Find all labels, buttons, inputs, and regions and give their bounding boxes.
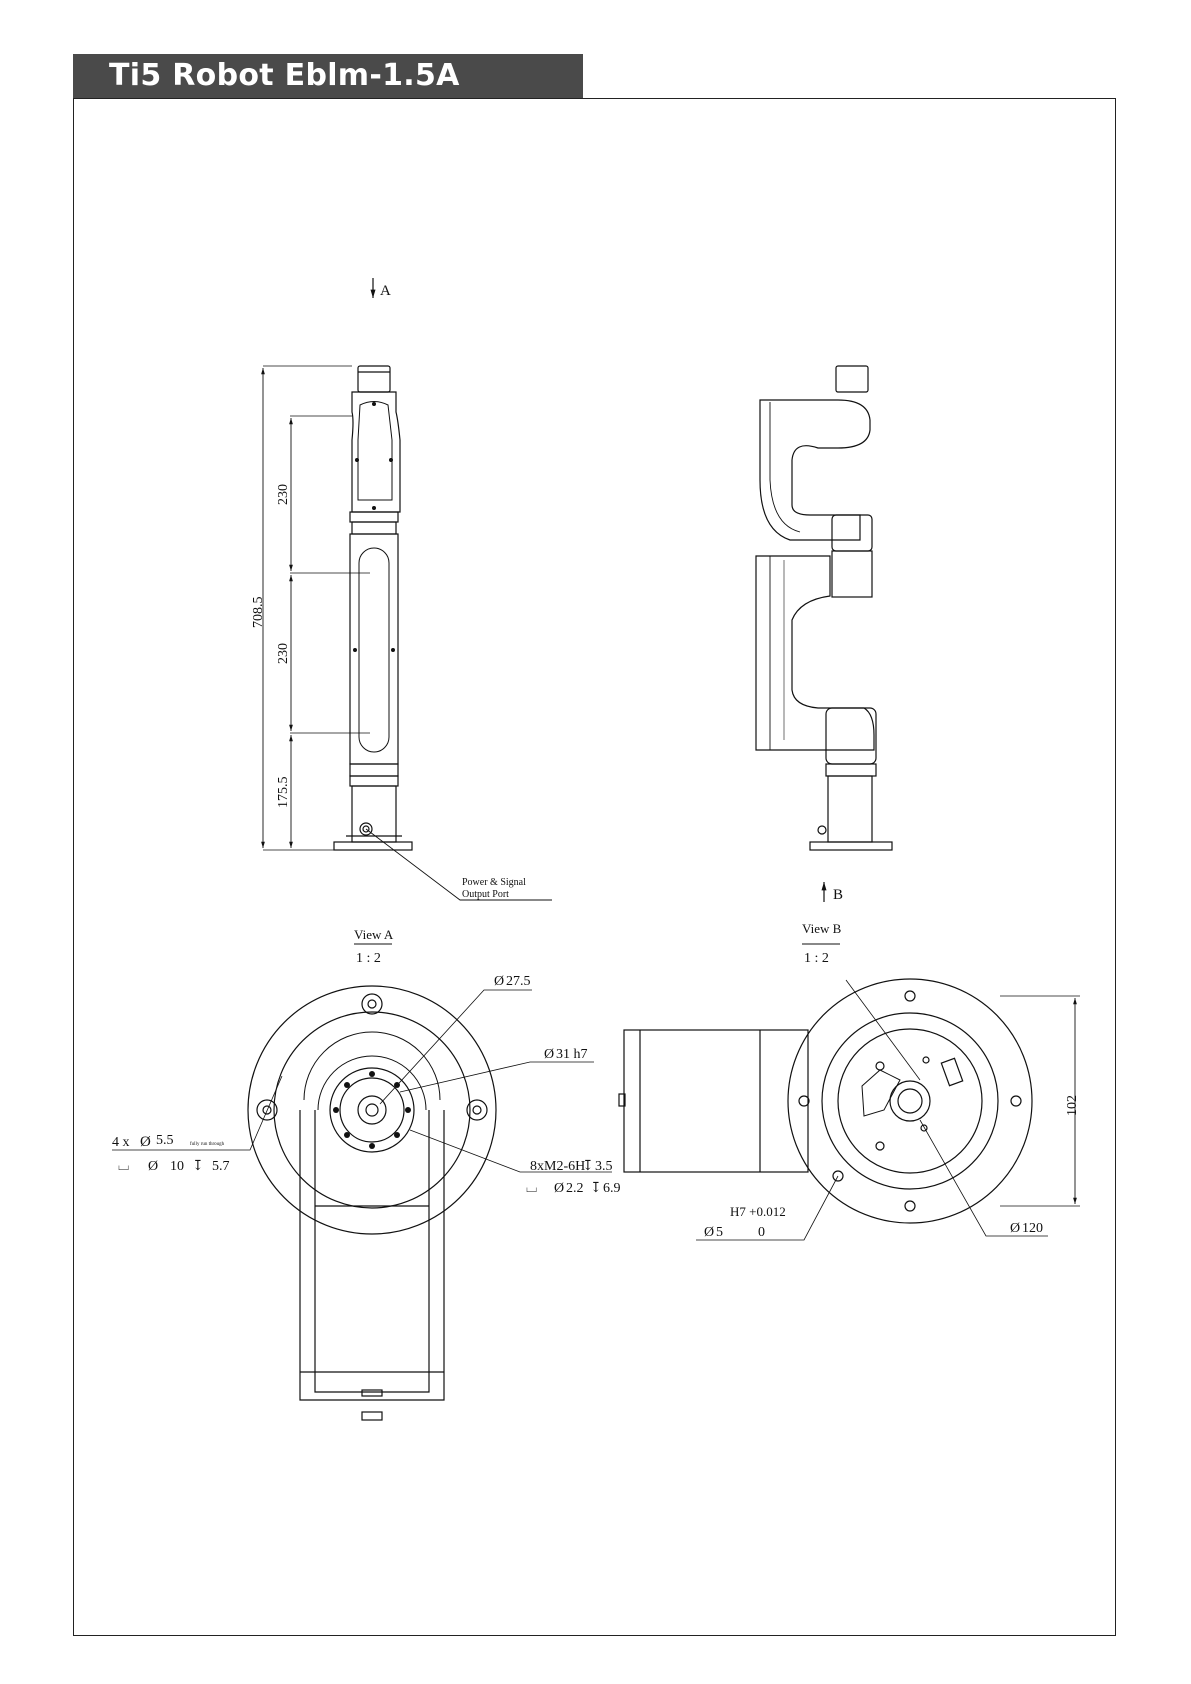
pin-tol-upper: H7 +0.012: [730, 1204, 786, 1219]
pin-tol-lower: 0: [758, 1225, 765, 1240]
dia-inner-label: 27.5: [506, 974, 531, 989]
upper-elbow: [759, 399, 871, 541]
port-label-line2: Output Port: [462, 889, 509, 900]
view-b-drawing: [618, 943, 1080, 1241]
base-column: [351, 785, 397, 843]
front-view: [261, 278, 552, 901]
depth-symbol-3: ↧: [590, 1181, 602, 1196]
dia-symbol-4: Ø: [148, 1159, 158, 1174]
view-a-arrow-label: A: [380, 283, 391, 299]
holes-dia: 5.5: [156, 1133, 174, 1148]
dim-total-label: 708.5: [251, 597, 266, 629]
drill-dia: 2.2: [566, 1181, 584, 1196]
dia-symbol-6: Ø: [1010, 1221, 1020, 1236]
upper-link: [351, 391, 401, 513]
view-b-title: View B: [802, 921, 842, 936]
drill-depth: 6.9: [603, 1181, 621, 1196]
thread-spec: 8xM2-6H: [530, 1159, 585, 1174]
side-base-flange: [809, 841, 893, 851]
dia-symbol-7: Ø: [704, 1225, 714, 1240]
middle-link: [349, 533, 399, 765]
middle-joint: [831, 514, 873, 552]
holes-note: fully run through: [190, 1142, 225, 1147]
dim-upper-label: 230: [276, 484, 291, 505]
dim-lower-label: 175.5: [276, 777, 291, 809]
arm-body: [299, 1110, 445, 1401]
dia-symbol-2: Ø: [544, 1047, 554, 1062]
counterbore-symbol: ⌴: [118, 1159, 129, 1174]
dia-symbol-1: Ø: [494, 974, 504, 989]
top-cap: [357, 365, 391, 393]
dia-symbol-3: Ø: [140, 1134, 151, 1150]
view-a-title: View A: [354, 927, 394, 942]
page-title: Ti5 Robot Eblm-1.5A: [109, 58, 460, 93]
view-b-arrow-label: B: [833, 887, 843, 903]
port-circle: [359, 822, 373, 836]
dia-symbol-5: Ø: [554, 1181, 564, 1196]
counterbore-dia: 10: [170, 1159, 184, 1174]
drawing-frame: [73, 98, 1116, 1636]
output-flange: [329, 1067, 415, 1153]
view-b-flange: [787, 978, 1033, 1224]
view-a-drawing: [112, 943, 612, 1421]
lower-elbow: [755, 555, 875, 751]
view-a-scale: 1 : 2: [356, 951, 381, 966]
holes-count: 4 x: [112, 1135, 130, 1150]
port-label-line1: Power & Signal: [462, 877, 526, 888]
dim-middle-label: 230: [276, 643, 291, 664]
counterbore-depth: 5.7: [212, 1159, 230, 1174]
pin-dia: 5: [716, 1225, 723, 1240]
title-bar: Ti5 Robot Eblm-1.5A: [73, 54, 583, 98]
base-flange: [333, 841, 413, 851]
thread-depth: 3.5: [595, 1159, 613, 1174]
counterbore-symbol-2: ⌴: [526, 1181, 537, 1196]
joint-upper: [349, 511, 399, 523]
dia-pilot-label: 31 h7: [556, 1047, 588, 1062]
dia-flange-label: 120: [1022, 1221, 1043, 1236]
depth-symbol-1: ↧: [192, 1159, 204, 1174]
view-b-scale: 1 : 2: [804, 951, 829, 966]
view-b-arm: [623, 1029, 809, 1173]
base-flange-circle: [247, 985, 497, 1235]
depth-symbol-2: ↧: [582, 1159, 594, 1174]
side-view: [755, 365, 893, 902]
dim-height-label: 102: [1065, 1095, 1080, 1116]
